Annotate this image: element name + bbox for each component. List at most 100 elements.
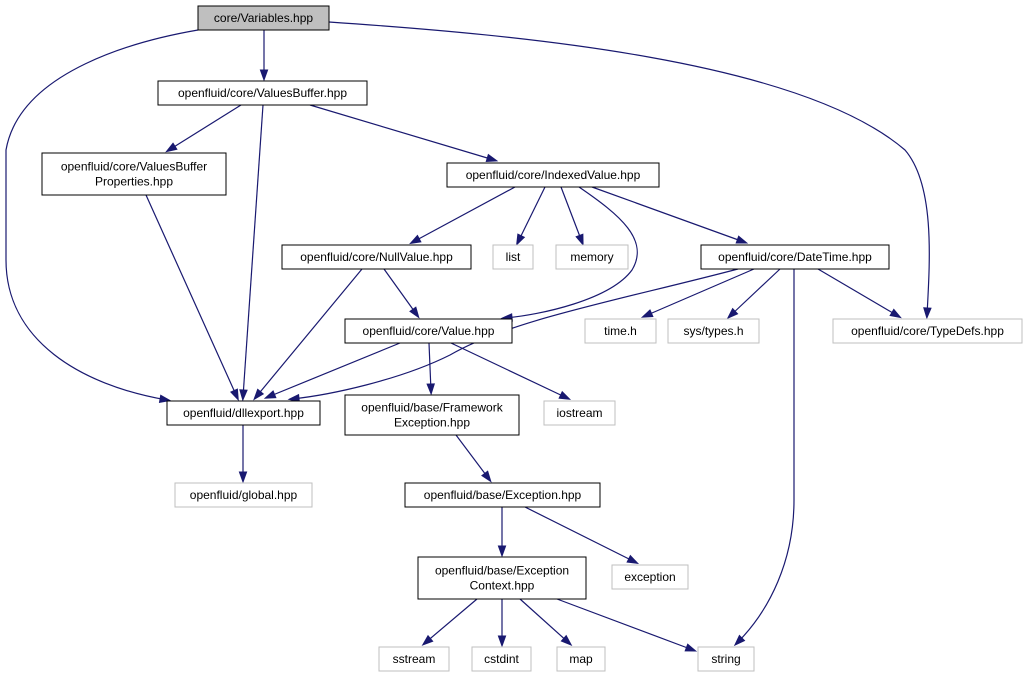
edge-line — [450, 342, 568, 399]
node-list: list — [492, 244, 534, 270]
node-label: exception — [624, 570, 675, 584]
node-label: Context.hpp — [470, 579, 535, 593]
node-nullvalue[interactable]: openfluid/core/NullValue.hpp — [281, 244, 472, 270]
edge-arrowhead — [640, 309, 654, 318]
node-box — [700, 244, 890, 270]
node-box — [404, 482, 601, 508]
node-label: openfluid/base/Framework — [361, 401, 503, 415]
node-box — [667, 318, 760, 344]
edge-arrowhead — [259, 69, 269, 82]
node-value[interactable]: openfluid/core/Value.hpp — [344, 318, 513, 344]
node-box — [471, 646, 532, 672]
node-box — [166, 400, 321, 426]
edge-value-to-fwexception — [426, 342, 435, 396]
edge-arrowhead — [229, 388, 239, 402]
edge-line — [524, 506, 636, 563]
node-box — [281, 244, 472, 270]
node-box — [584, 318, 657, 344]
edge-arrowhead — [253, 388, 265, 401]
node-map: map — [556, 646, 606, 672]
node-systypes: sys/types.h — [667, 318, 760, 344]
edge-line — [168, 104, 242, 151]
edge-line — [145, 194, 238, 398]
edge-line — [412, 186, 516, 243]
edge-line — [5, 29, 199, 401]
node-label: openfluid/core/ValuesBuffer — [61, 160, 207, 174]
edge-line — [255, 268, 363, 398]
node-label: openfluid/core/DateTime.hpp — [718, 250, 872, 264]
edge-line — [517, 186, 546, 243]
edge-arrowhead — [575, 233, 584, 247]
node-box — [697, 646, 755, 672]
node-label: Properties.hpp — [95, 175, 173, 189]
node-box — [344, 318, 513, 344]
edge-arrowhead — [263, 390, 277, 399]
node-datetime[interactable]: openfluid/core/DateTime.hpp — [700, 244, 890, 270]
node-label: openfluid/global.hpp — [190, 488, 298, 502]
node-label: iostream — [556, 406, 602, 420]
node-label: openfluid/base/Exception.hpp — [424, 488, 582, 502]
node-exception: exception — [611, 564, 689, 590]
node-vbprops[interactable]: openfluid/core/ValuesBufferProperties.hp… — [41, 152, 227, 196]
edge-indexedvalue-to-list — [516, 186, 546, 247]
node-exception_hpp[interactable]: openfluid/base/Exception.hpp — [404, 482, 601, 508]
edge-indexedvalue-to-nullvalue — [409, 186, 516, 245]
node-label: openfluid/core/ValuesBuffer.hpp — [178, 86, 347, 100]
edge-arrowhead — [238, 471, 248, 484]
node-box — [611, 564, 689, 590]
edge-arrowhead — [409, 306, 420, 319]
node-box — [378, 646, 450, 672]
node-cstdint: cstdint — [471, 646, 532, 672]
edge-exccontext-to-string — [556, 598, 698, 652]
edge-arrowhead — [735, 235, 749, 244]
edge-arrowhead — [409, 234, 422, 245]
node-iostream: iostream — [543, 400, 616, 426]
node-dllexport[interactable]: openfluid/dllexport.hpp — [166, 400, 321, 426]
edge-line — [591, 186, 745, 243]
edge-arrowhead — [421, 634, 434, 646]
edge-arrowhead — [726, 307, 739, 320]
edge-value-to-iostream — [450, 342, 572, 400]
edge-line — [644, 268, 755, 317]
edge-line — [817, 268, 899, 317]
node-label: list — [506, 250, 521, 264]
node-timeh: time.h — [584, 318, 657, 344]
edge-arrowhead — [239, 389, 248, 402]
edge-exccontext-to-map — [519, 598, 573, 646]
edge-arrowhead — [481, 470, 492, 483]
node-sstream: sstream — [378, 646, 450, 672]
edge-line — [267, 342, 401, 398]
edge-dllexport-to-global — [238, 425, 248, 484]
node-label: map — [569, 652, 593, 666]
node-label: core/Variables.hpp — [214, 11, 313, 25]
node-box — [543, 400, 616, 426]
node-box — [174, 482, 313, 508]
edge-datetime-to-string — [733, 269, 795, 647]
node-label: memory — [570, 250, 613, 264]
edge-variables-to-typedefs — [328, 21, 932, 320]
node-label: time.h — [604, 324, 637, 338]
edge-line — [383, 268, 418, 316]
edge-line — [519, 598, 570, 644]
node-box — [197, 5, 330, 31]
edge-arrowhead — [165, 142, 178, 153]
node-label: cstdint — [484, 652, 519, 666]
edge-arrowhead — [497, 545, 507, 558]
node-indexedvalue[interactable]: openfluid/core/IndexedValue.hpp — [446, 162, 660, 188]
node-label: string — [711, 652, 740, 666]
edge-line — [560, 186, 583, 243]
node-valuesbuffer[interactable]: openfluid/core/ValuesBuffer.hpp — [157, 80, 368, 106]
node-global: openfluid/global.hpp — [174, 482, 313, 508]
edge-arrowhead — [626, 554, 640, 565]
edge-line — [309, 104, 495, 161]
edge-line — [428, 342, 432, 392]
node-box — [832, 318, 1023, 344]
edge-exccontext-to-cstdint — [497, 599, 507, 648]
node-variables[interactable]: core/Variables.hpp — [197, 5, 330, 31]
node-box — [417, 556, 587, 600]
node-label: sstream — [393, 652, 436, 666]
edge-arrowhead — [485, 153, 499, 162]
